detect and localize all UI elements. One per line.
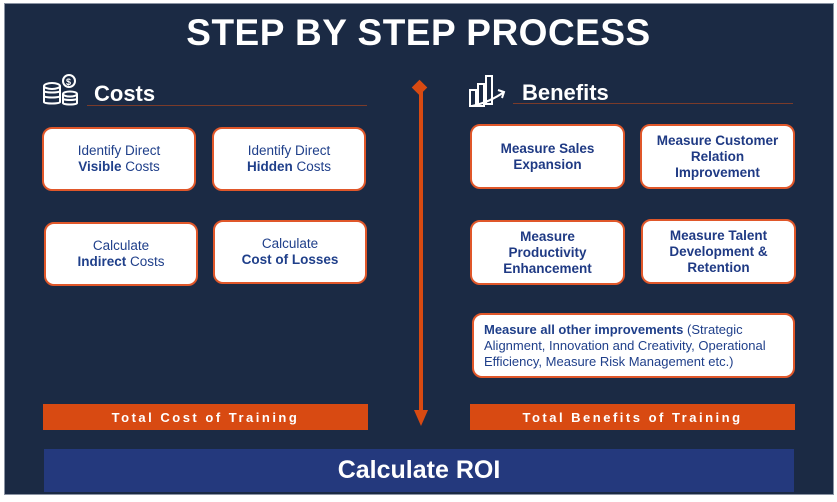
benefit-box-talent: Measure Talent Development & Retention [641,219,796,284]
benefit-box-customer: Measure Customer Relation Improvement [640,124,795,189]
box-rest: Costs [292,159,331,174]
benefit-box-productivity: Measure Productivity Enhancement [470,220,625,285]
total-cost-bar: Total Cost of Training [43,404,368,430]
box-bold: Visible [78,159,122,174]
arrow-down-icon [414,410,428,426]
calculate-roi-bar: Calculate ROI [44,449,794,492]
box-line: Calculate [261,236,319,251]
bar-chart-growth-icon [468,72,508,113]
box-line: Identify Direct [77,143,161,158]
costs-header: $ Costs [42,74,155,113]
svg-text:$: $ [66,77,71,87]
total-benefits-bar: Total Benefits of Training [470,404,795,430]
benefit-box-sales: Measure Sales Expansion [470,124,625,189]
costs-heading: Costs [94,80,156,106]
benefits-heading: Benefits [522,79,609,105]
box-line: Calculate [92,238,150,253]
benefits-divider [513,103,793,104]
box-bold: Hidden [246,159,293,174]
benefit-box-other: Measure all other improvements (Strategi… [472,313,795,378]
box-bold: Cost of Losses [241,252,339,267]
box-rest: (Strategic Alignment, Innovation and Cre… [484,321,766,369]
box-bold: Indirect [77,254,127,269]
box-bold: Measure all other improvements [484,321,684,337]
coins-dollar-icon: $ [42,74,80,113]
box-rest: Costs [121,159,160,174]
page-title: STEP BY STEP PROCESS [186,12,651,53]
box-rest: Costs [126,254,165,269]
divider-arrow-shaft [419,88,423,410]
costs-divider [87,105,367,106]
benefits-header: Benefits [468,72,609,113]
box-line: Identify Direct [247,143,331,158]
